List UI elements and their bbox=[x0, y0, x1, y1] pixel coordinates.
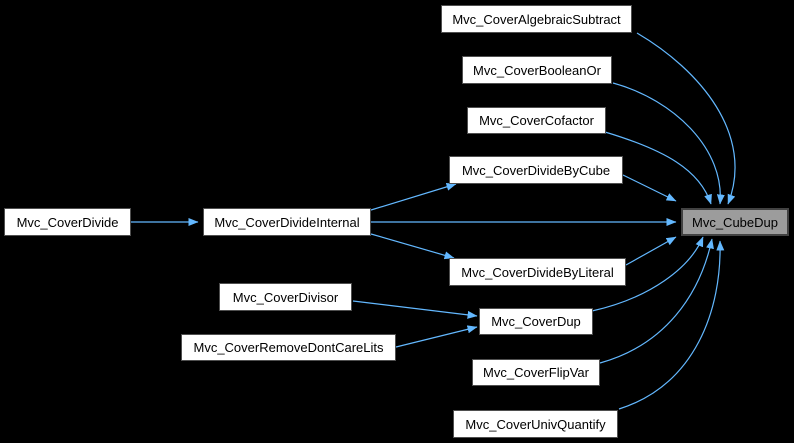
edge-cover_flip_var-to-cube_dup bbox=[599, 238, 714, 364]
edge-cover_divide_internal-to-cover_divide_by_cube bbox=[370, 182, 457, 211]
node-cover_remove_dont_care_lits[interactable]: Mvc_CoverRemoveDontCareLits bbox=[181, 334, 396, 361]
edge-group bbox=[131, 32, 736, 410]
node-cover_flip_var[interactable]: Mvc_CoverFlipVar bbox=[472, 359, 600, 386]
node-cover_cofactor[interactable]: Mvc_CoverCofactor bbox=[467, 107, 606, 134]
edge-cover_boolean_or-to-cube_dup bbox=[612, 82, 725, 205]
edge-cover_remove_dont_care_lits-to-cover_dup bbox=[395, 325, 478, 348]
node-cover_divide_by_literal[interactable]: Mvc_CoverDivideByLiteral bbox=[449, 258, 626, 286]
node-cube_dup: Mvc_CubeDup bbox=[681, 208, 789, 236]
node-cover_divide_by_cube[interactable]: Mvc_CoverDivideByCube bbox=[449, 156, 623, 184]
edge-cover_divide_by_cube-to-cube_dup bbox=[622, 174, 677, 202]
edge-cover_divisor-to-cover_dup bbox=[352, 300, 478, 319]
edge-cover_univ_quantify-to-cube_dup bbox=[618, 240, 725, 410]
node-cover_univ_quantify[interactable]: Mvc_CoverUnivQuantify bbox=[453, 410, 618, 438]
node-cover_algebraic_subtract[interactable]: Mvc_CoverAlgebraicSubtract bbox=[441, 5, 632, 33]
node-cover_divisor[interactable]: Mvc_CoverDivisor bbox=[219, 283, 352, 311]
edge-cover_algebraic_subtract-to-cube_dup bbox=[636, 32, 736, 205]
edge-cover_cofactor-to-cube_dup bbox=[604, 131, 712, 205]
node-cover_divide_internal[interactable]: Mvc_CoverDivideInternal bbox=[203, 208, 371, 236]
edge-cover_divide_by_literal-to-cube_dup bbox=[625, 236, 677, 266]
node-cover_boolean_or[interactable]: Mvc_CoverBooleanOr bbox=[462, 56, 612, 84]
edge-cover_dup-to-cube_dup bbox=[591, 236, 704, 312]
edge-cover_divide_internal-to-cover_divide_by_literal bbox=[370, 233, 455, 260]
node-cover_divide[interactable]: Mvc_CoverDivide bbox=[4, 208, 131, 236]
node-cover_dup[interactable]: Mvc_CoverDup bbox=[479, 308, 593, 335]
